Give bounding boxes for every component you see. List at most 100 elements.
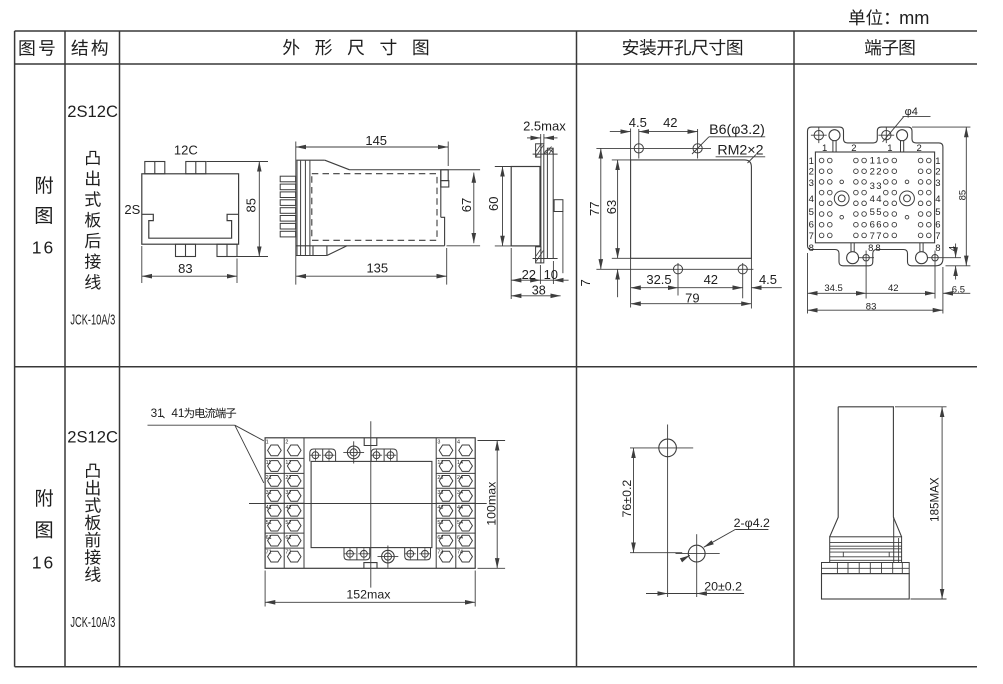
svg-text:mm: mm: [899, 8, 929, 28]
svg-text:135: 135: [366, 261, 388, 276]
svg-text:85: 85: [957, 190, 968, 201]
svg-text:73: 73: [437, 550, 443, 556]
svg-text:32.5: 32.5: [646, 272, 671, 287]
svg-text:31: 31: [151, 406, 164, 420]
svg-text:22: 22: [285, 475, 291, 481]
svg-text:8: 8: [875, 243, 880, 254]
svg-text:2.5max: 2.5max: [523, 119, 566, 134]
svg-text:7: 7: [870, 231, 875, 242]
svg-text:34: 34: [457, 490, 463, 496]
svg-text:14: 14: [457, 460, 463, 466]
svg-text:6.5: 6.5: [952, 284, 965, 295]
svg-text:5: 5: [876, 207, 881, 218]
svg-text:6: 6: [870, 219, 875, 230]
svg-text:2: 2: [917, 143, 922, 154]
svg-text:33: 33: [437, 490, 443, 496]
svg-text:6: 6: [876, 219, 881, 230]
svg-text:1: 1: [809, 156, 814, 167]
svg-text:1: 1: [266, 439, 269, 445]
svg-text:4: 4: [948, 246, 959, 251]
svg-text:77: 77: [587, 202, 602, 216]
svg-text:38: 38: [532, 284, 546, 298]
svg-text:5: 5: [870, 207, 875, 218]
svg-text:6: 6: [809, 219, 814, 230]
svg-text:φ4: φ4: [905, 106, 918, 118]
svg-text:5: 5: [935, 207, 940, 218]
svg-text:JCK-10A/3: JCK-10A/3: [70, 311, 115, 328]
svg-text:RM2×2: RM2×2: [717, 143, 763, 159]
svg-text:145: 145: [365, 133, 387, 148]
svg-text:7: 7: [578, 279, 593, 286]
svg-text:83: 83: [178, 261, 192, 276]
svg-text:44: 44: [457, 505, 463, 511]
svg-text:B6(φ3.2): B6(φ3.2): [709, 122, 765, 138]
svg-text:62: 62: [285, 535, 291, 541]
svg-text:67: 67: [459, 198, 474, 212]
svg-text:16: 16: [32, 238, 55, 258]
svg-text:2S: 2S: [124, 202, 140, 217]
svg-text:3: 3: [876, 181, 881, 192]
svg-text:41: 41: [171, 406, 184, 420]
svg-text:2: 2: [870, 167, 875, 178]
svg-text:79: 79: [685, 290, 699, 305]
svg-text:4: 4: [809, 194, 814, 205]
svg-text:4.5: 4.5: [629, 115, 647, 130]
svg-text:1: 1: [876, 155, 881, 166]
svg-text:JCK-10A/3: JCK-10A/3: [70, 614, 115, 631]
svg-text:34.5: 34.5: [824, 283, 843, 294]
svg-text:7: 7: [935, 231, 940, 242]
svg-text:152max: 152max: [346, 588, 391, 602]
svg-text:42: 42: [704, 272, 718, 287]
svg-text:11: 11: [266, 460, 272, 466]
svg-text:61: 61: [266, 535, 272, 541]
svg-text:3: 3: [870, 181, 875, 192]
svg-text:1: 1: [935, 156, 940, 167]
svg-text:1: 1: [822, 143, 827, 154]
svg-text:7: 7: [876, 231, 881, 242]
svg-text:32: 32: [285, 490, 291, 496]
svg-text:1: 1: [870, 155, 875, 166]
svg-text:51: 51: [266, 520, 272, 526]
svg-text:2: 2: [809, 167, 814, 178]
svg-text:4: 4: [457, 439, 460, 445]
svg-text:71: 71: [266, 550, 272, 556]
svg-text:64: 64: [457, 535, 463, 541]
svg-text:12: 12: [285, 460, 291, 466]
svg-text:42: 42: [663, 115, 677, 130]
svg-text:22: 22: [522, 267, 536, 282]
svg-text:83: 83: [866, 301, 877, 312]
svg-text:100max: 100max: [485, 481, 499, 526]
svg-text:42: 42: [285, 505, 291, 511]
svg-text:185MAX: 185MAX: [929, 477, 942, 522]
svg-text:16: 16: [32, 553, 55, 573]
svg-text:63: 63: [437, 535, 443, 541]
svg-text:2: 2: [876, 167, 881, 178]
svg-text:7: 7: [809, 231, 814, 242]
svg-text:10: 10: [544, 267, 558, 282]
svg-text:41: 41: [266, 505, 272, 511]
svg-text:21: 21: [266, 475, 272, 481]
svg-text:2S12C: 2S12C: [67, 428, 118, 447]
svg-text:6: 6: [935, 219, 940, 230]
svg-text:76±0.2: 76±0.2: [620, 480, 634, 518]
svg-text:72: 72: [285, 550, 291, 556]
svg-text:23: 23: [437, 475, 443, 481]
svg-text:13: 13: [437, 460, 443, 466]
svg-text:52: 52: [285, 520, 291, 526]
svg-text:2: 2: [851, 143, 856, 154]
svg-text:12C: 12C: [174, 143, 198, 158]
svg-text:2S12C: 2S12C: [67, 102, 118, 121]
svg-text:8: 8: [868, 243, 873, 254]
svg-text:85: 85: [244, 198, 259, 212]
svg-text:3: 3: [437, 439, 440, 445]
svg-text:2-φ4.2: 2-φ4.2: [734, 516, 770, 530]
svg-text:2: 2: [935, 167, 940, 178]
svg-text:8: 8: [809, 243, 814, 254]
svg-text:63: 63: [604, 200, 619, 214]
svg-text:8: 8: [935, 243, 940, 254]
svg-text:60: 60: [486, 196, 501, 210]
svg-text:4.5: 4.5: [759, 272, 777, 287]
svg-text:1: 1: [887, 143, 892, 154]
svg-text:42: 42: [888, 283, 899, 294]
svg-text:43: 43: [437, 505, 443, 511]
